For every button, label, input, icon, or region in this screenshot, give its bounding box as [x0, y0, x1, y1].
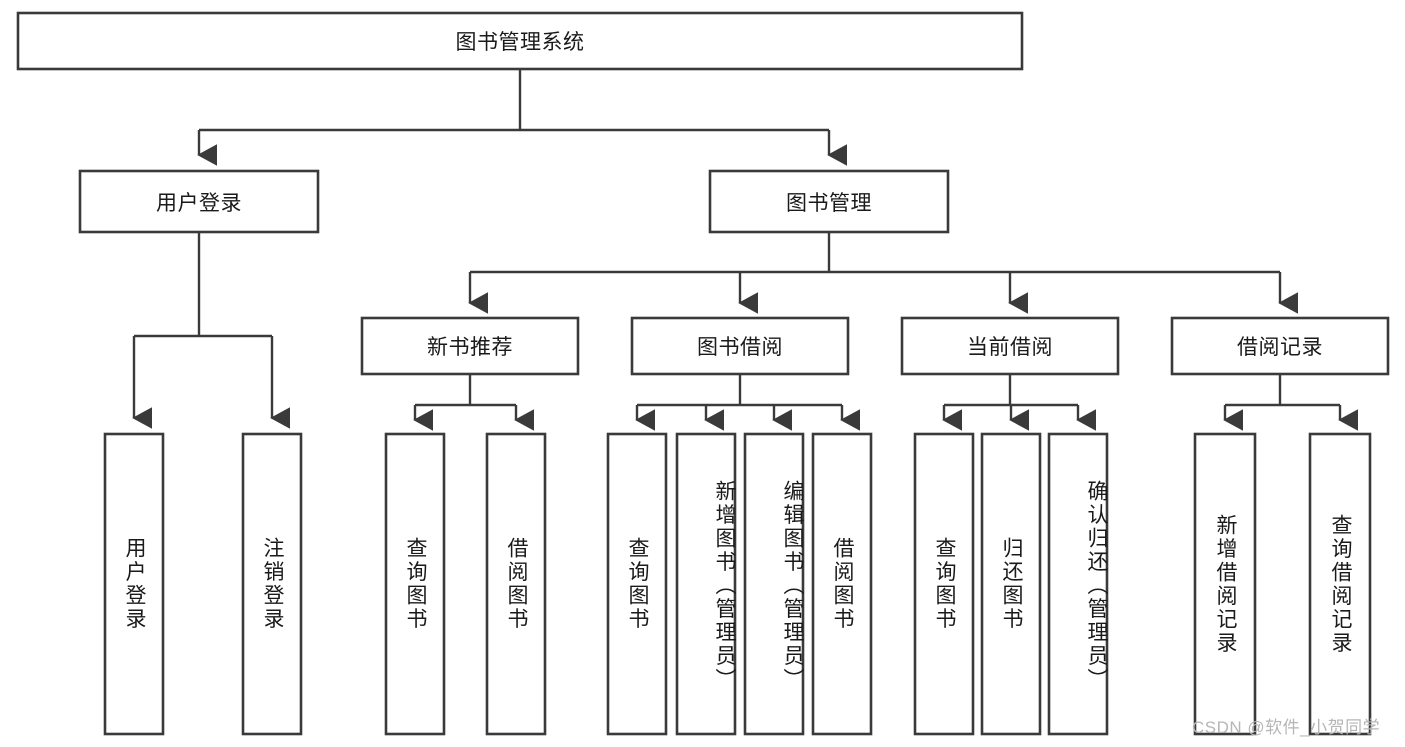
node-box-leaf-return-book[interactable] — [980, 432, 1042, 736]
node-box-leaf-edit-book[interactable] — [743, 432, 805, 736]
connector-user-login-to-leaves — [132, 232, 290, 429]
node-box-root[interactable] — [16, 11, 1024, 71]
node-box-leaf-add-book[interactable] — [675, 432, 737, 736]
node-box-book-borrow[interactable] — [630, 316, 850, 376]
node-box-leaf-query-book-1[interactable] — [384, 432, 446, 736]
node-box-borrow-record[interactable] — [1170, 316, 1390, 376]
node-box-leaf-confirm-return[interactable] — [1047, 432, 1109, 736]
connector-borrow-record-to-leaves — [1223, 374, 1358, 431]
node-box-user-login[interactable] — [78, 169, 320, 234]
node-box-leaf-borrow-book-1[interactable] — [485, 432, 547, 736]
node-box-leaf-logout[interactable] — [241, 432, 303, 736]
node-box-leaf-query-book-3[interactable] — [913, 432, 975, 736]
node-box-leaf-add-record[interactable] — [1193, 432, 1257, 736]
node-box-new-book-recommend[interactable] — [360, 316, 580, 376]
connector-book-manage-to-level3 — [468, 232, 1298, 314]
csdn-watermark: CSDN @软件_小贺同学 — [1192, 718, 1381, 737]
connector-new-book-recommend-to-leaves — [413, 374, 534, 431]
node-box-leaf-query-record[interactable] — [1308, 432, 1372, 736]
node-box-leaf-borrow-book-2[interactable] — [811, 432, 873, 736]
connector-root-to-level2 — [197, 69, 847, 166]
node-box-current-borrow[interactable] — [900, 316, 1120, 376]
node-box-leaf-query-book-2[interactable] — [606, 432, 668, 736]
connector-book-borrow-to-leaves — [635, 374, 860, 431]
node-box-leaf-user-login[interactable] — [103, 432, 165, 736]
node-box-book-manage[interactable] — [708, 169, 950, 234]
connector-current-borrow-to-leaves — [942, 374, 1096, 431]
